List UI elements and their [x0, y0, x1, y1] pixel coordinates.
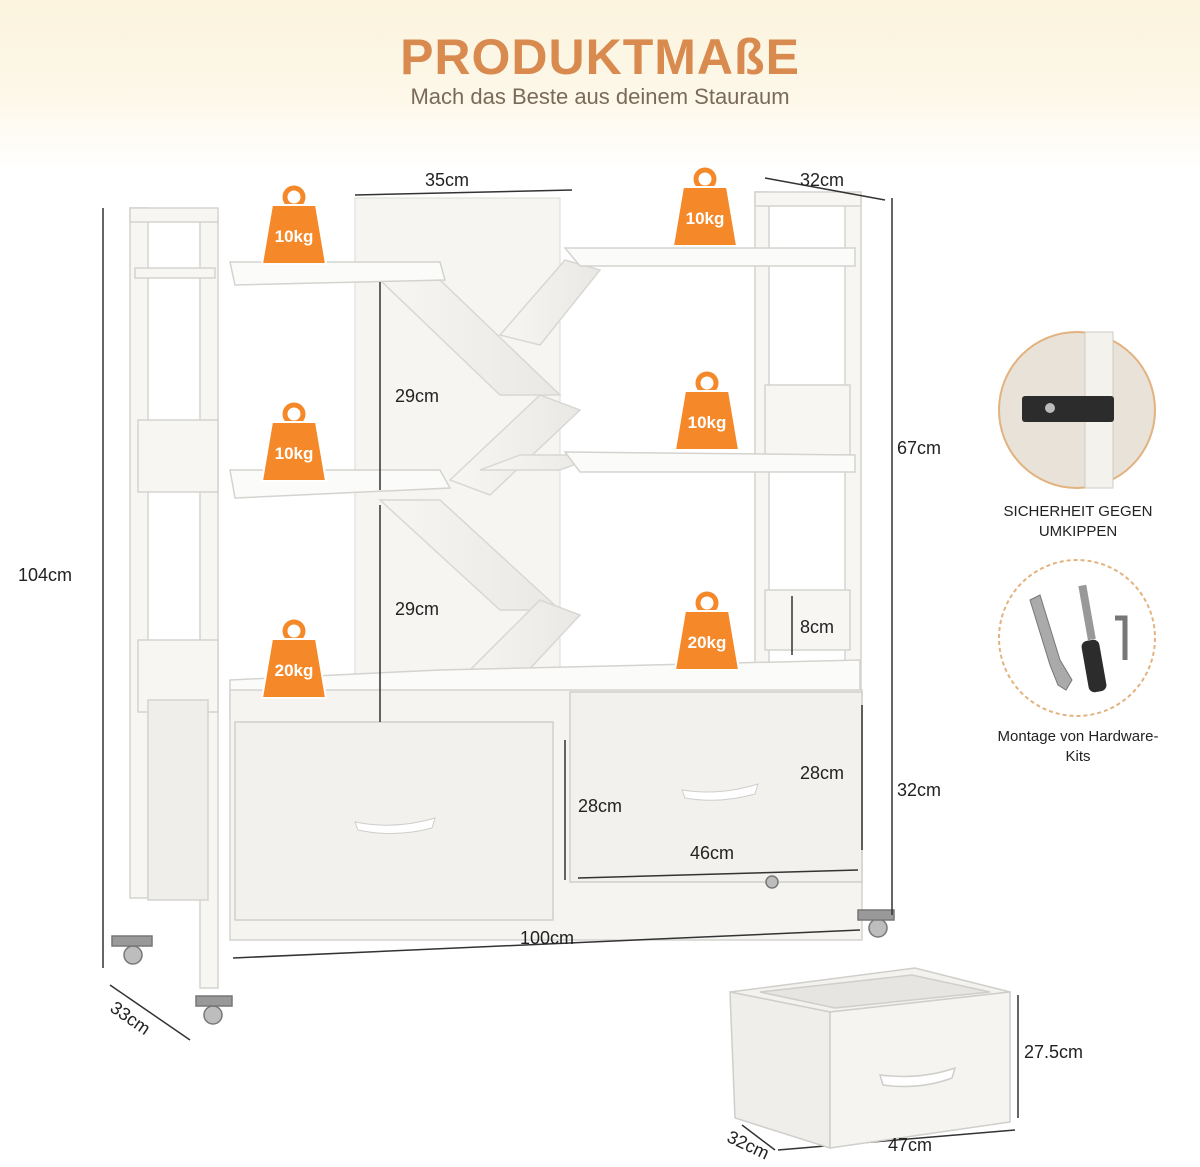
header-banner: [0, 0, 1200, 170]
dim-height-lower: 32cm: [897, 780, 942, 800]
dim-drawer-box-width: 47cm: [888, 1135, 933, 1155]
drawer-box: [729, 967, 1011, 1150]
dim-shelf-depth: 32cm: [800, 170, 845, 190]
dim-board-height: 8cm: [800, 617, 835, 637]
dim-shelf-width: 35cm: [425, 170, 470, 190]
dim-compartment-upper: 29cm: [395, 386, 440, 406]
dim-drawer-right-height: 28cm: [800, 763, 845, 783]
hardware-kit-circle: [998, 559, 1156, 717]
page-title: PRODUKTMAßE: [400, 29, 800, 85]
anti-tip-circle: [998, 331, 1156, 489]
dim-height-total: 104cm: [18, 565, 73, 585]
dim-width-total: 100cm: [520, 928, 575, 948]
dim-drawer-left-height: 28cm: [578, 796, 623, 816]
drawer-right: [569, 691, 863, 883]
left-frame: [129, 207, 219, 989]
dim-height-upper: 67cm: [897, 438, 942, 458]
dim-drawer-box-height: 27.5cm: [1024, 1042, 1084, 1062]
hardware-kit-label: Montage von Hardware-Kits: [997, 728, 1159, 765]
drawer-left: [234, 721, 554, 921]
anti-tip-label: SICHERHEIT GEGEN UMKIPPEN: [1003, 503, 1153, 540]
dim-compartment-lower: 29cm: [395, 599, 440, 619]
dim-drawer-width: 46cm: [690, 843, 735, 863]
page-subtitle: Mach das Beste aus deinem Stauraum: [410, 84, 790, 109]
dimension-lines: [102, 177, 1019, 1151]
wheels: [111, 875, 895, 1025]
zigzag-dividers: [378, 259, 602, 691]
